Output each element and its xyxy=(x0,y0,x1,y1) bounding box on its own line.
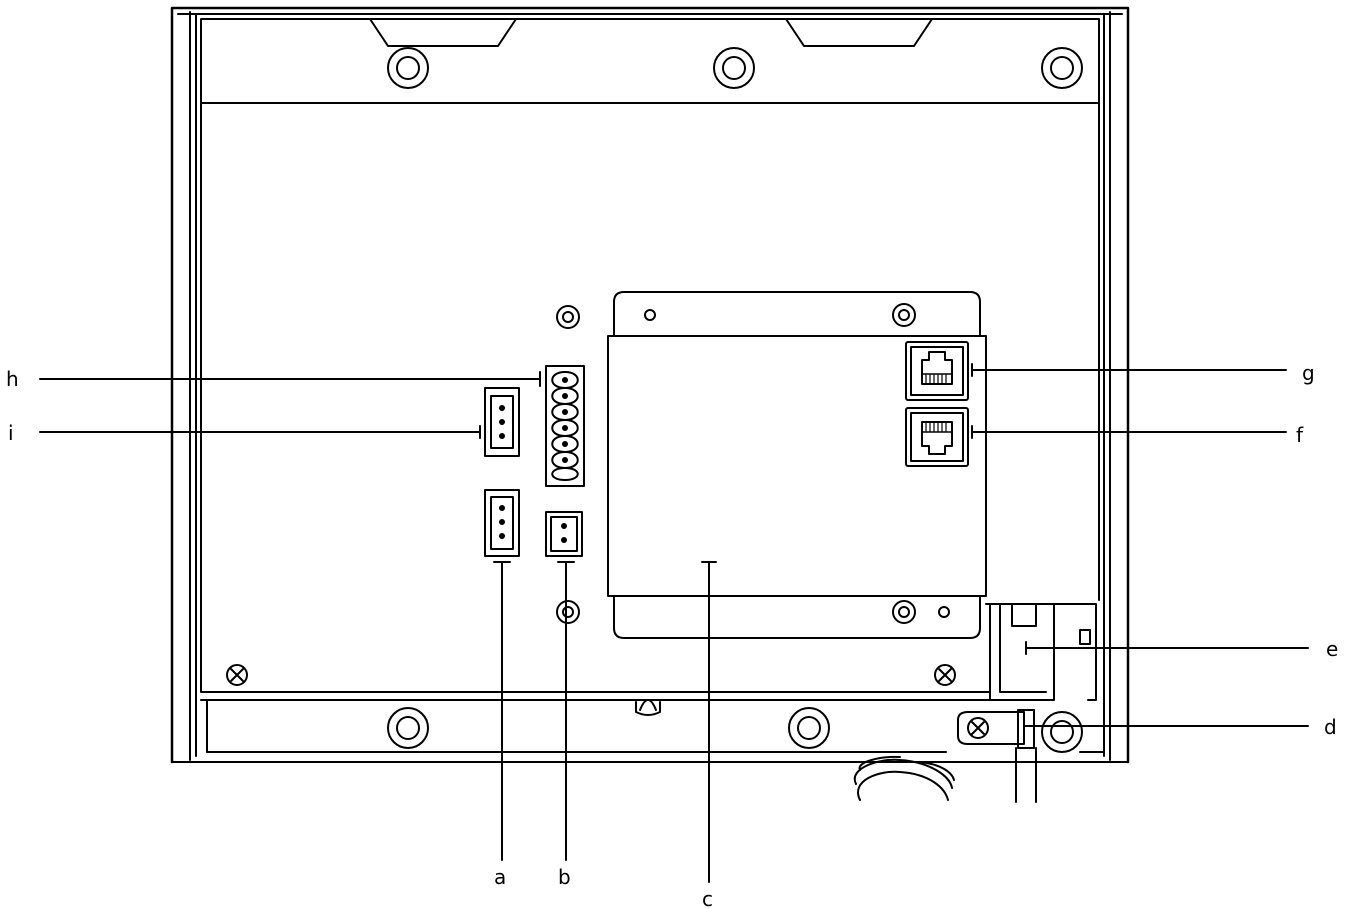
label-b: b xyxy=(558,865,571,889)
cable-clamp xyxy=(957,709,1083,803)
connector-3-pin-upper xyxy=(484,387,520,457)
main-module xyxy=(607,291,987,639)
cable-bracket xyxy=(985,603,1097,701)
top-mounting-tabs xyxy=(369,18,933,47)
leader-lines xyxy=(39,363,1309,883)
label-e: e xyxy=(1326,637,1338,661)
label-d: d xyxy=(1324,715,1337,739)
connector-5-pin xyxy=(545,365,585,487)
bottom-rail xyxy=(200,699,1105,753)
label-a: a xyxy=(494,865,506,889)
corner-screws xyxy=(226,664,956,686)
connector-2-pin xyxy=(545,511,583,557)
rj45-port-lower xyxy=(905,407,969,467)
board-standoffs xyxy=(556,305,580,624)
rj45-port-upper xyxy=(905,341,969,401)
callout-labels: h i a b c g f e d xyxy=(6,361,1338,909)
connector-5-pin-dots xyxy=(562,377,568,463)
coiled-cable xyxy=(853,755,955,801)
housing xyxy=(170,6,1130,764)
label-i: i xyxy=(8,421,14,445)
label-f: f xyxy=(1296,423,1304,447)
connector-3-pin-lower xyxy=(484,489,520,557)
label-c: c xyxy=(702,887,713,909)
top-mounting-holes xyxy=(387,47,1083,89)
label-h: h xyxy=(6,367,19,391)
connector-pin-dots xyxy=(499,405,567,543)
label-g: g xyxy=(1302,361,1315,385)
